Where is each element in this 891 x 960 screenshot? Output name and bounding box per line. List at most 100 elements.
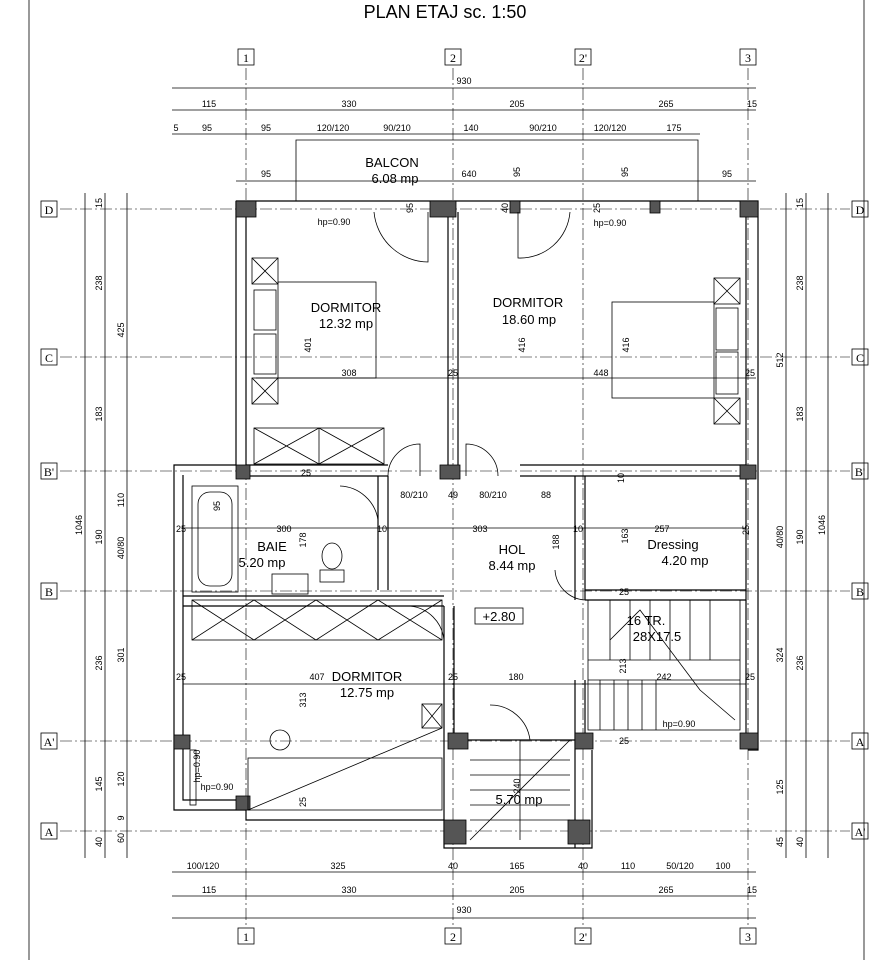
note-hp: hp=0.90 xyxy=(594,218,627,228)
dim-label: 120/120 xyxy=(317,123,350,133)
dim-label: 25 xyxy=(619,587,629,597)
dim-label: 88 xyxy=(541,490,551,500)
dim-label: 80/210 xyxy=(400,490,428,500)
dim-label: 238 xyxy=(795,275,805,290)
dim-label: 15 xyxy=(795,198,805,208)
axis-bubble xyxy=(739,48,757,66)
pillow xyxy=(715,351,739,395)
dim-label: 180 xyxy=(508,672,523,682)
axis-bubble xyxy=(40,462,58,480)
dim-label: 25 xyxy=(448,672,458,682)
note-hp: hp=0.90 xyxy=(318,217,351,227)
axis-labels-bottom: 1 2 2' 3 xyxy=(237,927,757,945)
axis-bubble xyxy=(40,732,58,750)
room-name-baie: BAIE xyxy=(257,539,287,554)
column xyxy=(739,464,757,480)
doors xyxy=(339,211,586,741)
dim-label: 448 xyxy=(593,368,608,378)
dimension-lines-left: 1046 425 110 190 301 120 15 238 183 40/8… xyxy=(74,193,128,858)
dim-label: 15 xyxy=(747,99,757,109)
dim-right-total: 1046 xyxy=(817,515,827,535)
dim-label: 301 xyxy=(116,647,126,662)
axis-label-bottom-2: 2 xyxy=(450,930,456,944)
dim-label: 257 xyxy=(654,524,669,534)
dim-label: 188 xyxy=(551,534,561,549)
pillow xyxy=(253,333,277,375)
dim-label: 40 xyxy=(94,837,104,847)
axis-label-bottom-3: 2' xyxy=(579,930,587,944)
nightstand xyxy=(713,397,741,425)
column xyxy=(235,464,251,480)
dim-label: 163 xyxy=(620,528,630,543)
dim-label: 401 xyxy=(303,337,313,352)
door-balcony-left xyxy=(373,211,429,263)
axis-labels-top: 1 2 2' 3 xyxy=(237,48,757,66)
column xyxy=(443,819,467,845)
dim-label: 205 xyxy=(509,885,524,895)
dim-label: 40 xyxy=(795,837,805,847)
dim-label: 213 xyxy=(618,658,628,673)
dim-label: 40 xyxy=(578,861,588,871)
bed-dormitor-2 xyxy=(611,301,715,399)
nightstand xyxy=(713,277,741,305)
pillow xyxy=(253,289,277,331)
axis-bubble xyxy=(237,927,255,945)
room-area-dressing: 4.20 mp xyxy=(662,553,709,568)
axis-label-bottom-1: 1 xyxy=(243,930,249,944)
room-name-dormitor-2: DORMITOR xyxy=(493,295,564,310)
room-name-dormitor-1: DORMITOR xyxy=(311,300,382,315)
axis-bubble xyxy=(739,927,757,945)
column xyxy=(649,200,661,214)
dimension-lines-right: 1046 512 40/80 190 324 125 15 238 183 23… xyxy=(775,193,829,858)
dim-label: 100 xyxy=(715,861,730,871)
dim-label: 640 xyxy=(461,169,476,179)
toilet-tank xyxy=(319,569,345,583)
dim-label: 330 xyxy=(341,885,356,895)
nightstand xyxy=(251,257,279,285)
dim-label: 190 xyxy=(94,529,104,544)
dim-label: 324 xyxy=(775,647,785,662)
axis-label-left-4: B xyxy=(45,585,53,599)
axis-bubble xyxy=(40,348,58,366)
dim-label: 165 xyxy=(509,861,524,871)
dim-label: 25 xyxy=(448,368,458,378)
column xyxy=(173,734,191,750)
note-hp: hp=0.90 xyxy=(201,782,234,792)
axis-bubble xyxy=(40,582,58,600)
dim-label: 178 xyxy=(298,532,308,547)
axis-label-left-6: A xyxy=(45,825,54,839)
dim-label: 90/210 xyxy=(383,123,411,133)
door-hall-bottom xyxy=(489,704,531,741)
column xyxy=(739,732,759,750)
dim-label: 25 xyxy=(176,524,186,534)
dim-label: 95 xyxy=(202,123,212,133)
dim-label: 140 xyxy=(463,123,478,133)
stair-steps: 16 TR. xyxy=(627,613,666,628)
bed-dormitor-3 xyxy=(247,757,443,811)
dim-label: 416 xyxy=(621,337,631,352)
pillow xyxy=(715,307,739,351)
room-area-hol: 8.44 mp xyxy=(489,558,536,573)
dim-label: 80/210 xyxy=(479,490,507,500)
dim-label: 313 xyxy=(298,692,308,707)
column xyxy=(509,200,521,214)
dim-label: 425 xyxy=(116,322,126,337)
room-area-dormitor-1: 12.32 mp xyxy=(319,316,373,331)
column xyxy=(567,819,591,845)
dim-label: 236 xyxy=(795,655,805,670)
axis-label-top-3: 2' xyxy=(579,51,587,65)
dimension-lines-bottom: 100/120 325 40 165 40 110 50/120 100 115… xyxy=(172,861,757,919)
toilet xyxy=(321,542,343,570)
window-notes: hp=0.90 hp=0.90 hp=0.90 hp=0.90 hp=0.90 xyxy=(192,217,695,792)
dim-label: 95 xyxy=(405,203,415,213)
dim-label: 183 xyxy=(94,406,104,421)
bathtub-inner xyxy=(197,491,233,587)
dim-label: 25 xyxy=(176,672,186,682)
dim-label: 238 xyxy=(94,275,104,290)
axis-bubble xyxy=(444,48,462,66)
dim-label: 145 xyxy=(94,776,104,791)
dim-bottom-total: 930 xyxy=(456,905,471,915)
dim-label: 110 xyxy=(621,861,635,871)
